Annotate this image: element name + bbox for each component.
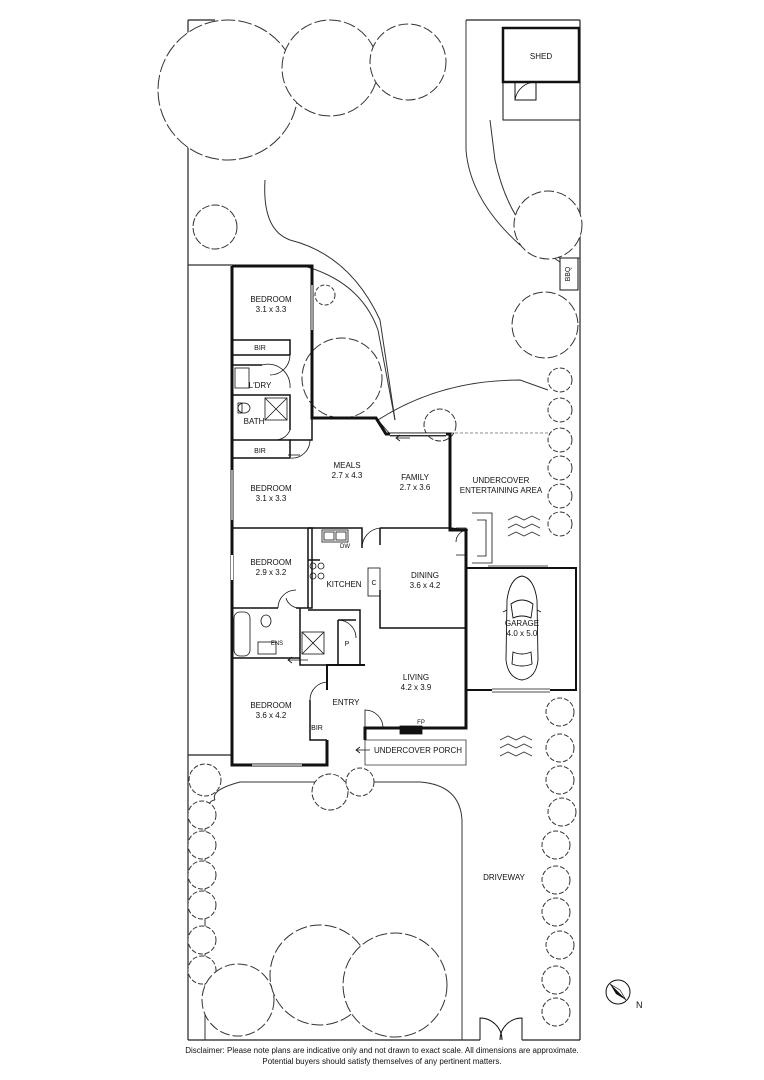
- room-label-bir-2: BIR: [254, 448, 266, 455]
- room-label-p: P: [345, 641, 350, 648]
- room-label-bedroom-1: BEDROOM: [250, 295, 292, 304]
- disclaimer-line-1: Disclaimer: Please note plans are indica…: [185, 1046, 579, 1055]
- property-boundary: [187, 19, 581, 1041]
- room-size-meals: 2.7 x 4.3: [332, 471, 363, 480]
- room-size-bedroom-3: 2.9 x 3.2: [256, 568, 287, 577]
- fixtures: [233, 367, 493, 735]
- room-label-bedroom-4: BEDROOM: [250, 701, 292, 710]
- disclaimer-line-2: Potential buyers should satisfy themselv…: [262, 1057, 502, 1066]
- room-label-bedroom-2: BEDROOM: [250, 484, 292, 493]
- garden-paths: [188, 20, 580, 1040]
- compass-label: N: [636, 1000, 643, 1010]
- room-label-kitchen: KITCHEN: [326, 580, 361, 589]
- room-size-dining: 3.6 x 4.2: [410, 581, 441, 590]
- room-labels: BEDROOM 3.1 x 3.3 BIR L'DRY BATH BIR BED…: [244, 295, 543, 882]
- room-label-laundry: L'DRY: [249, 381, 272, 390]
- room-label-dining: DINING: [411, 571, 439, 580]
- car-icon: [502, 575, 542, 681]
- room-label-bbq: BBQ: [565, 266, 572, 281]
- north-arrow-icon: N: [605, 979, 643, 1010]
- garage: [466, 565, 577, 693]
- room-size-bedroom-1: 3.1 x 3.3: [256, 305, 287, 314]
- room-label-fp: FP: [417, 720, 425, 726]
- room-label-bir-1: BIR: [254, 345, 266, 352]
- room-size-family: 2.7 x 3.6: [400, 483, 431, 492]
- room-size-living: 4.2 x 3.9: [401, 683, 432, 692]
- driveway-gates: [479, 1017, 523, 1041]
- room-label-shed: SHED: [530, 52, 552, 61]
- room-label-meals: MEALS: [333, 461, 360, 470]
- room-label-living: LIVING: [403, 673, 429, 682]
- room-size-bedroom-2: 3.1 x 3.3: [256, 494, 287, 503]
- paving-hatch: [499, 515, 541, 757]
- house-walls: [230, 264, 468, 767]
- room-label-ens: ENS: [271, 641, 283, 647]
- room-label-c: C: [371, 580, 376, 587]
- room-label-entertaining-1: UNDERCOVER: [473, 476, 530, 485]
- room-size-garage: 4.0 x 5.0: [507, 629, 538, 638]
- porch-outline: [364, 739, 467, 766]
- room-label-bedroom-3: BEDROOM: [250, 558, 292, 567]
- room-label-bath: BATH: [244, 417, 265, 426]
- room-label-bir-3: BIR: [311, 725, 323, 732]
- trees: [157, 19, 583, 1038]
- room-label-family: FAMILY: [401, 473, 430, 482]
- shed: [501, 26, 581, 121]
- door-swings: [261, 354, 384, 729]
- room-label-dw: DW: [340, 544, 350, 550]
- room-label-entry: ENTRY: [333, 698, 361, 707]
- room-label-porch: UNDERCOVER PORCH: [374, 746, 462, 755]
- room-label-garage: GARAGE: [505, 619, 539, 628]
- room-label-entertaining-2: ENTERTAINING AREA: [460, 486, 543, 495]
- direction-arrows: [287, 434, 410, 754]
- room-label-driveway: DRIVEWAY: [483, 873, 525, 882]
- room-size-bedroom-4: 3.6 x 4.2: [256, 711, 287, 720]
- bbq: [559, 257, 579, 291]
